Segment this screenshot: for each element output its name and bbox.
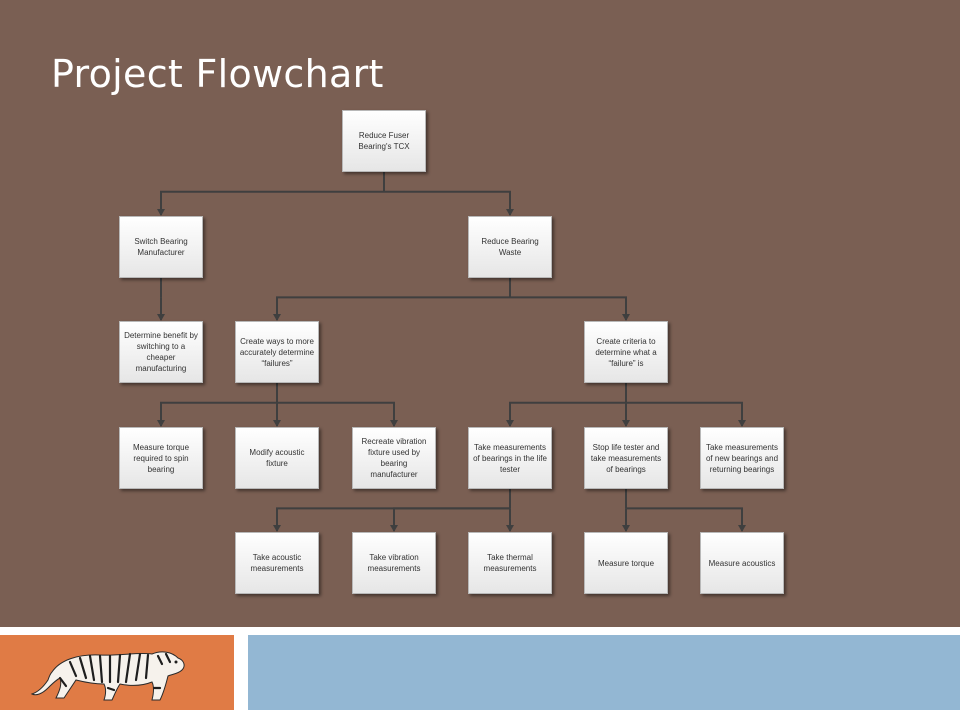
node-label: Take thermal measurements (483, 553, 537, 573)
node-determine-benefit: Determine benefit by switching to a chea… (119, 321, 203, 383)
node-acoustic-measurements: Take acoustic measurements (235, 532, 319, 594)
connector-criteria-to-new_returning (626, 401, 746, 427)
node-label: Recreate vibration fixture used by beari… (361, 437, 427, 479)
node-recreate-vibration-fixture: Recreate vibration fixture used by beari… (352, 427, 436, 489)
footer-divider (0, 627, 960, 635)
node-measure-torque: Measure torque (584, 532, 668, 594)
node-label: Take measurements of new bearings and re… (705, 442, 779, 474)
node-stop-life-tester: Stop life tester and take measurements o… (584, 427, 668, 489)
node-label: Switch Bearing Manufacturer (134, 237, 188, 257)
node-thermal-measurements: Take thermal measurements (468, 532, 552, 594)
node-reduce-fuser-bearing-tcx: Reduce Fuser Bearing's TCX (342, 110, 426, 172)
node-vibration-measurements: Take vibration measurements (352, 532, 436, 594)
node-measure-life-tester: Take measurements of bearings in the lif… (468, 427, 552, 489)
connector-ways-to-torque_spin (157, 401, 277, 427)
node-modify-acoustic-fixture: Modify acoustic fixture (235, 427, 319, 489)
connector-waste-to-criteria (510, 296, 630, 321)
connector-criteria-to-life_tester (506, 401, 626, 427)
node-label: Determine benefit by switching to a chea… (124, 331, 198, 373)
node-label: Modify acoustic fixture (249, 448, 305, 468)
slide-title: Project Flowchart (51, 52, 384, 96)
connector-ways-to-vibration_fixture (277, 401, 398, 427)
node-label: Measure acoustics (708, 558, 776, 568)
node-new-returning-bearings: Take measurements of new bearings and re… (700, 427, 784, 489)
connector-lines (157, 172, 746, 532)
connector-stop_life-to-measure_acoustics (626, 507, 746, 532)
connector-root-to-switch (157, 190, 384, 216)
node-create-criteria-failure: Create criteria to determine what a “fai… (584, 321, 668, 383)
node-reduce-bearing-waste: Reduce Bearing Waste (468, 216, 552, 278)
node-label: Stop life tester and take measurements o… (590, 442, 662, 474)
node-label: Take vibration measurements (367, 553, 421, 573)
connector-waste-to-ways (273, 296, 510, 321)
node-switch-bearing-manufacturer: Switch Bearing Manufacturer (119, 216, 203, 278)
node-label: Take acoustic measurements (250, 553, 304, 573)
node-create-ways-failures: Create ways to more accurately determine… (235, 321, 319, 383)
node-label: Measure torque (597, 558, 655, 568)
node-label: Reduce Bearing Waste (481, 237, 539, 257)
connector-life_tester-to-vibration_meas (390, 507, 510, 532)
tiger-icon (30, 651, 185, 701)
node-label: Reduce Fuser Bearing's TCX (358, 131, 410, 151)
node-measure-torque-spin: Measure torque required to spin bearing (119, 427, 203, 489)
node-label: Take measurements of bearings in the lif… (473, 442, 547, 474)
node-label: Create ways to more accurately determine… (239, 336, 315, 368)
footer-accent-panel (248, 635, 960, 710)
node-measure-acoustics: Measure acoustics (700, 532, 784, 594)
node-label: Create criteria to determine what a “fai… (595, 336, 657, 368)
node-label: Measure torque required to spin bearing (132, 442, 190, 474)
connector-root-to-waste (384, 190, 514, 216)
